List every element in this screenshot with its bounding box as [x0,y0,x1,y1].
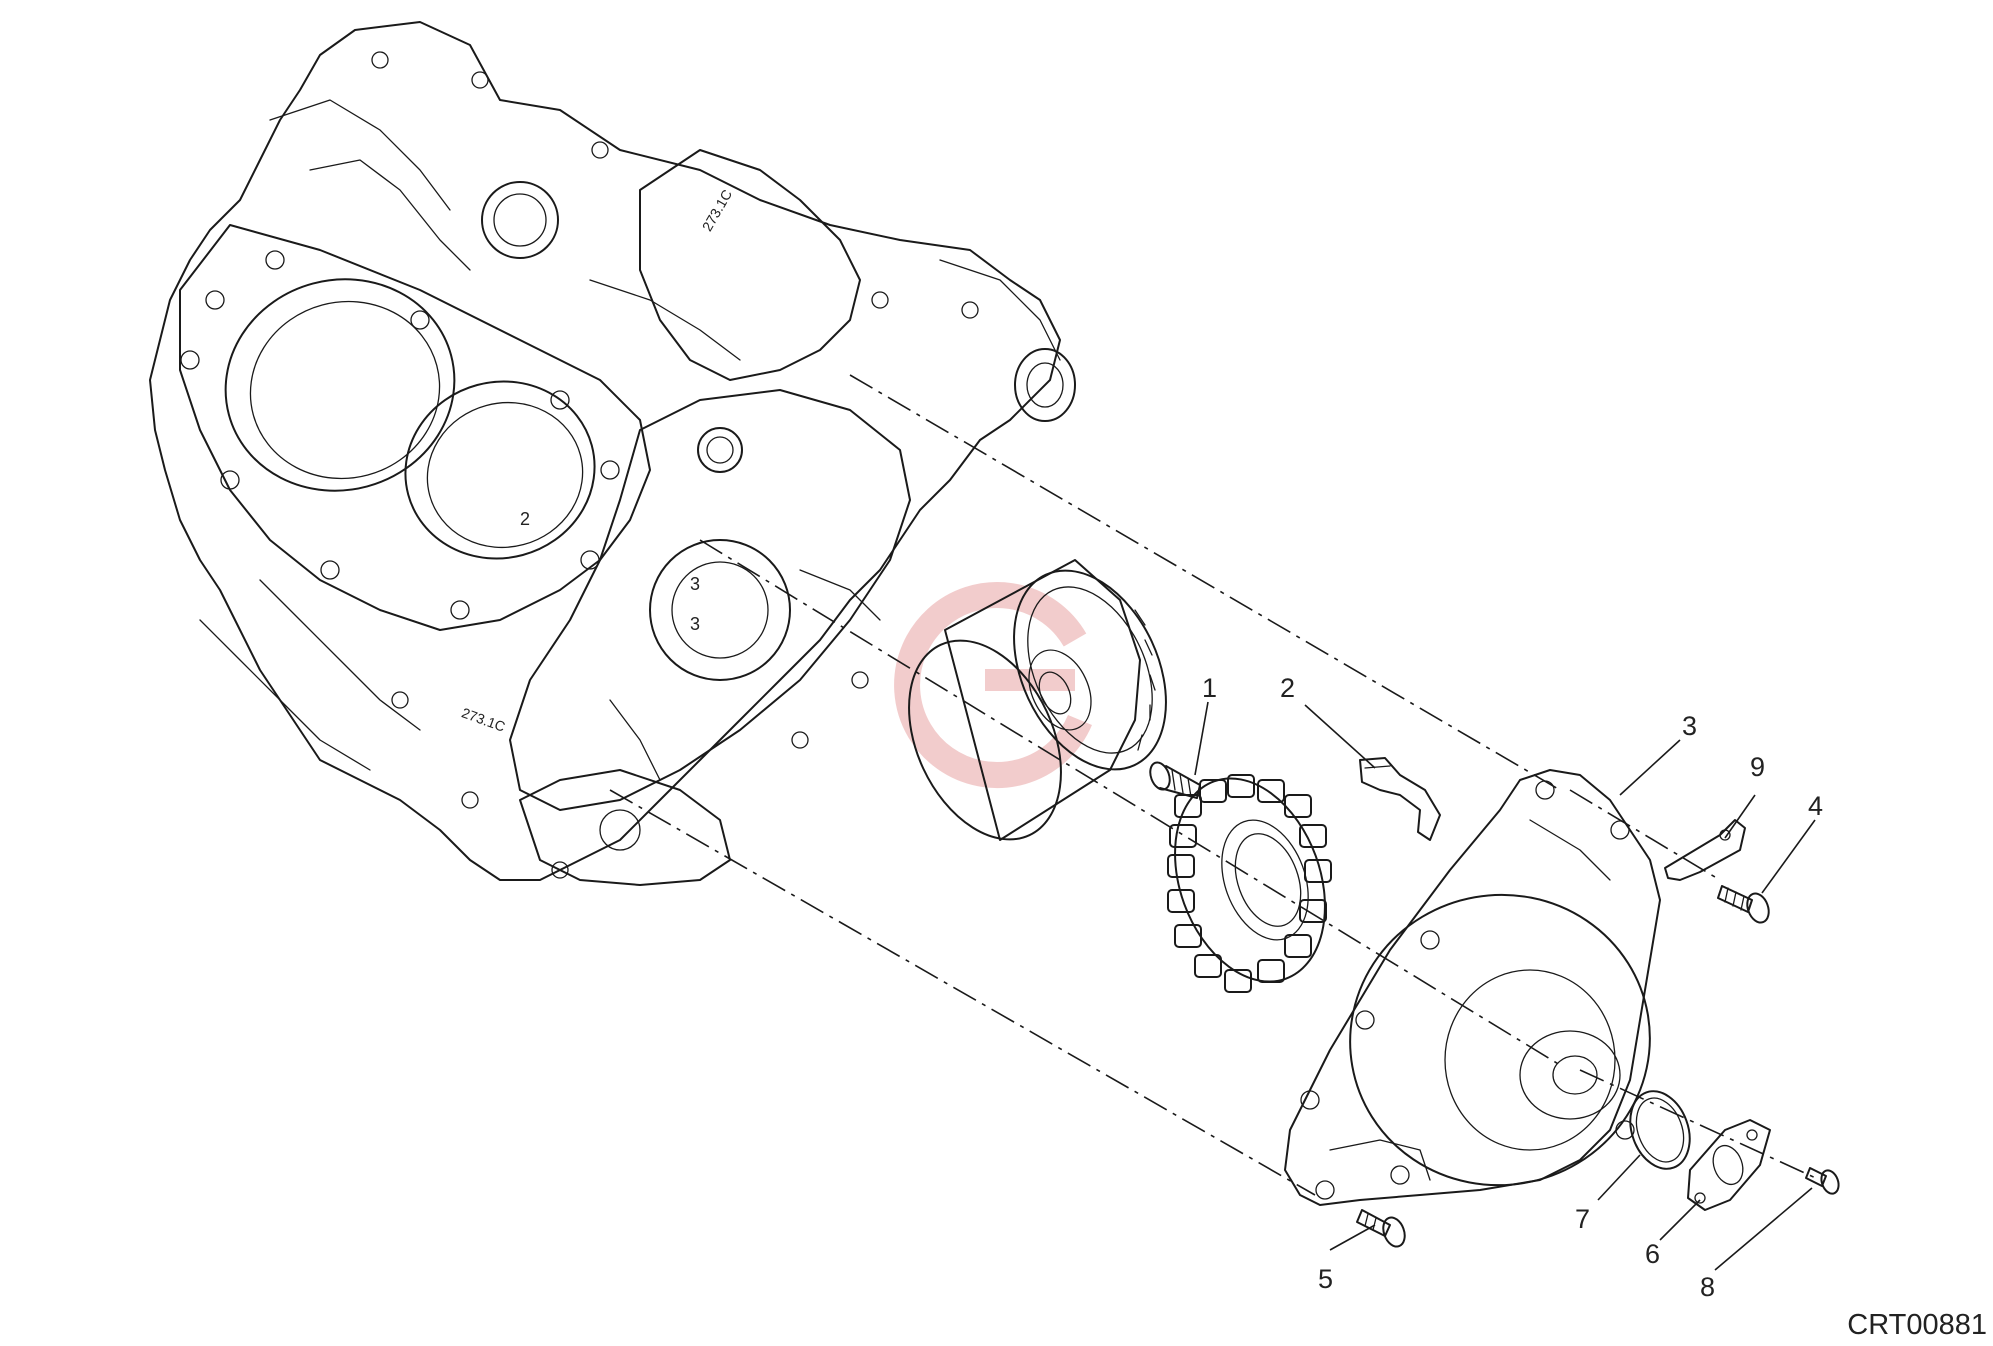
screw-4 [1717,885,1770,924]
watermark-logo [894,582,1092,788]
callout-8: 8 [1700,1272,1715,1302]
casting-stamp-top: 273.1C [699,187,735,234]
casting-mark-3a: 3 [690,574,700,594]
casting-mark-2: 2 [520,509,530,529]
screw-5 [1356,1209,1406,1248]
callout-1: 1 [1202,673,1217,703]
flywheel-rotor [908,559,1167,841]
callout-labels: 1 2 3 4 5 6 7 8 9 [1202,673,1823,1302]
bracket [1664,819,1746,881]
callout-4: 4 [1808,791,1823,821]
screw-8 [1805,1167,1840,1195]
callout-5: 5 [1318,1264,1333,1294]
callout-6: 6 [1645,1239,1660,1269]
cylinder-bore-2 [404,380,596,560]
callout-2: 2 [1280,673,1295,703]
callout-9: 9 [1750,752,1765,782]
assembly-axis-lines [609,374,1821,1196]
stator [1167,774,1332,993]
casting-stamp-bottom: 273.1C [460,704,508,734]
diagram-code: CRT00881 [1847,1309,1987,1341]
cylinder-bore-1 [224,278,456,492]
casting-mark-3b: 3 [690,614,700,634]
leader-lines [1194,701,1816,1271]
callout-3: 3 [1682,711,1697,741]
generator-cover [1284,769,1661,1206]
cover-plate [1687,1119,1771,1211]
callout-7: 7 [1575,1204,1590,1234]
cable-guide-clip [1359,757,1441,841]
circlip [1629,1090,1691,1170]
crankcase: 2 3 3 273.1C 273.1C [149,21,1076,886]
stator-screw [1149,761,1201,799]
